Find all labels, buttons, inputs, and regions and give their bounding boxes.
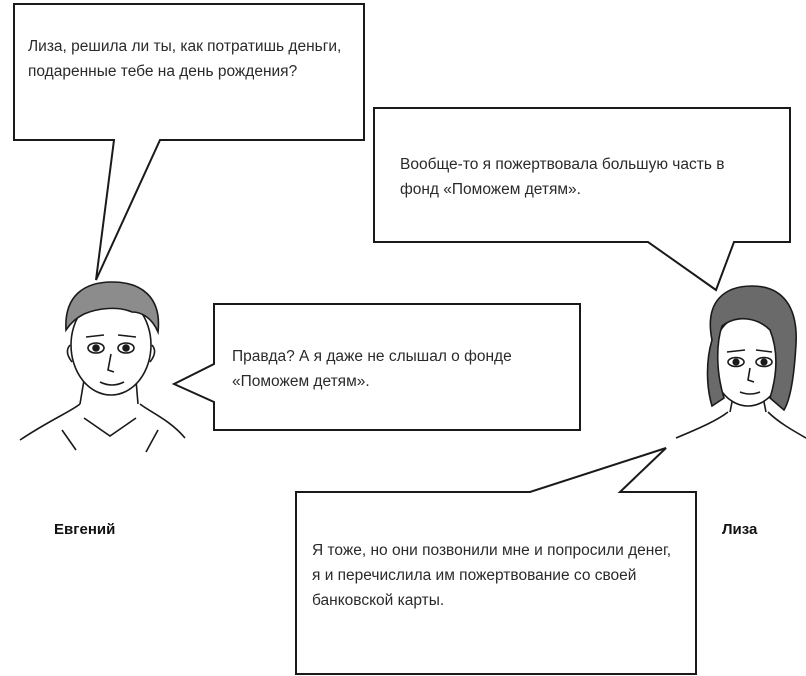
speech-bubble-evgeny-question bbox=[13, 3, 365, 281]
bubble-liza-answer-text: Вообще-то я пожертвовала большую часть в… bbox=[400, 156, 725, 198]
speech-bubble-liza-explain bbox=[295, 447, 697, 675]
character-name-left: Евгений bbox=[54, 521, 116, 538]
bubble-liza-explain-text: Я тоже, но они позвонили мне и попросили… bbox=[312, 542, 672, 609]
character-name-right: Лиза bbox=[722, 521, 758, 538]
girl-portrait-icon bbox=[675, 285, 806, 439]
speech-bubble-evgeny-reply bbox=[171, 303, 581, 431]
boy-portrait-icon bbox=[19, 281, 186, 453]
bubble-evgeny-reply-text: Правда? А я даже не слышал о фонде «Помо… bbox=[232, 348, 512, 390]
speech-bubble-liza-answer bbox=[373, 107, 791, 292]
bubble-evgeny-question-text: Лиза, решила ли ты, как потратишь деньги… bbox=[28, 38, 342, 80]
